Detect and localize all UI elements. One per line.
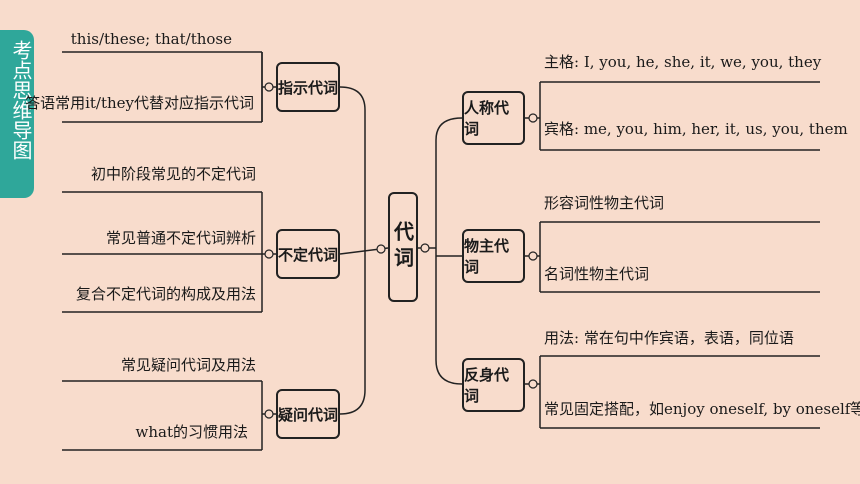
sidebar-tab[interactable]: 考点思维导图 (0, 30, 34, 198)
leaf-text: 主格: I, you, he, she, it, we, you, they (544, 53, 822, 71)
branch-label: 人称代词 (464, 99, 510, 138)
branch-node-indefinite[interactable]: 不定代词 (276, 229, 340, 279)
branch-node-demonstrative[interactable]: 指示代词 (276, 62, 340, 112)
node-toggle-circle (376, 244, 386, 254)
leaf-text: 宾格: me, you, him, her, it, us, you, them (544, 120, 848, 138)
leaf-text: 用法: 常在句中作宾语，表语，同位语 (544, 329, 794, 347)
sidebar-tab-label: 考点思维导图 (9, 40, 33, 160)
branch-label: 不定代词 (278, 245, 339, 264)
node-toggle-circle (528, 379, 538, 389)
branch-label: 物主代词 (464, 237, 510, 276)
leaf-text: 常见普通不定代词辨析 (105, 229, 256, 247)
branch-node-personal[interactable]: 人称代词 (462, 91, 525, 145)
branch-label: 反身代词 (464, 366, 510, 405)
leaf-text: what的习惯用法 (135, 423, 248, 441)
node-toggle-circle (528, 251, 538, 261)
connector-line (435, 117, 463, 385)
node-toggle-circle (264, 82, 274, 92)
branch-node-possessive[interactable]: 物主代词 (462, 229, 525, 283)
node-toggle-circle (528, 113, 538, 123)
leaf-text: 复合不定代词的构成及用法 (75, 285, 256, 303)
root-node[interactable]: 代词 (388, 192, 418, 302)
leaf-text: 答语常用it/they代替对应指示代词 (25, 94, 254, 112)
branch-node-reflexive[interactable]: 反身代词 (462, 358, 525, 412)
leaf-text: 常见固定搭配，如enjoy oneself, by oneself等 (544, 400, 860, 418)
node-toggle-circle (264, 409, 274, 419)
branch-node-interrogative[interactable]: 疑问代词 (276, 389, 340, 439)
connector-line (339, 86, 366, 415)
branch-label: 指示代词 (278, 78, 339, 97)
node-toggle-circle (420, 243, 430, 253)
branch-label: 疑问代词 (278, 405, 339, 424)
leaf-text: 名词性物主代词 (544, 265, 650, 283)
leaf-text: 形容词性物主代词 (544, 194, 665, 212)
leaf-text: this/these; that/those (70, 30, 232, 48)
leaf-text: 初中阶段常见的不定代词 (90, 165, 256, 183)
node-toggle-circle (264, 249, 274, 259)
root-label: 代词 (390, 221, 415, 273)
leaf-text: 常见疑问代词及用法 (120, 356, 256, 374)
